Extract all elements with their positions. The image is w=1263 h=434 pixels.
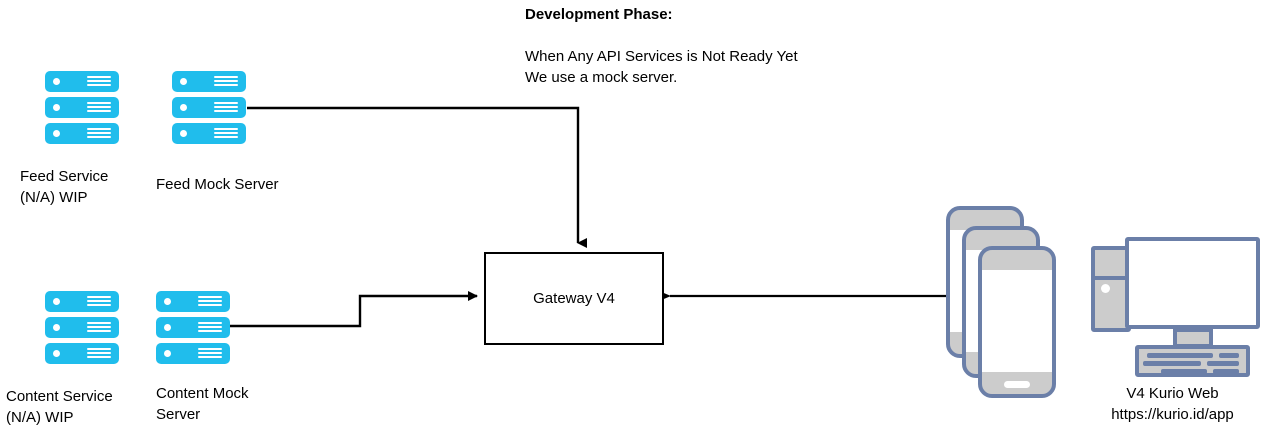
keyboard-key-row [1213, 369, 1239, 374]
server-unit [45, 343, 119, 364]
node-content-service-icon [45, 291, 119, 365]
computer-monitor-icon [1125, 237, 1260, 329]
server-led-icon [164, 298, 171, 305]
server-led-icon [53, 104, 60, 111]
server-led-icon [180, 78, 187, 85]
keyboard-key-row [1207, 361, 1239, 366]
server-unit [172, 123, 246, 144]
keyboard-key-row [1147, 353, 1213, 358]
server-led-icon [164, 324, 171, 331]
development-phase-description: When Any API Services is Not Ready Yet W… [525, 48, 798, 86]
server-unit [45, 317, 119, 338]
server-led-icon [53, 298, 60, 305]
gateway-v4-label: Gateway V4 [533, 290, 615, 307]
server-unit [172, 71, 246, 92]
server-led-icon [53, 78, 60, 85]
gateway-v4-box[interactable]: Gateway V4 [484, 252, 664, 345]
development-phase-heading: Development Phase: [525, 6, 673, 23]
server-led-icon [180, 130, 187, 137]
node-feed-service-label: Feed Service (N/A) WIP [20, 168, 109, 206]
connector-content-mock-to-gateway [228, 291, 478, 328]
server-unit [156, 343, 230, 364]
power-led-icon [1101, 284, 1110, 293]
server-vents-icon [87, 76, 111, 87]
node-feed-mock-server-label: Feed Mock Server [156, 176, 279, 193]
server-vents-icon [87, 322, 111, 333]
node-kurio-web-label: V4 Kurio Web https://kurio.id/app [1111, 385, 1234, 423]
node-feed-service-icon [45, 71, 119, 145]
server-unit [45, 123, 119, 144]
server-vents-icon [214, 102, 238, 113]
computer-keyboard-icon [1135, 345, 1250, 377]
node-content-service-label: Content Service (N/A) WIP [6, 388, 113, 426]
server-vents-icon [87, 128, 111, 139]
server-vents-icon [198, 322, 222, 333]
node-content-mock-server-icon [156, 291, 230, 365]
server-vents-icon [198, 296, 222, 307]
node-kurio-web-icon [1085, 237, 1260, 380]
server-vents-icon [214, 76, 238, 87]
keyboard-key-row [1143, 361, 1201, 366]
server-vents-icon [87, 348, 111, 359]
keyboard-key-row [1219, 353, 1239, 358]
server-unit [45, 71, 119, 92]
server-led-icon [180, 104, 187, 111]
phone-screen [982, 270, 1052, 372]
node-mobile-apps-icon [940, 200, 1060, 398]
phone-icon-front [978, 246, 1056, 398]
server-vents-icon [87, 296, 111, 307]
connector-feed-mock-to-gateway [247, 106, 587, 248]
server-unit [45, 291, 119, 312]
node-feed-mock-server-icon [172, 71, 246, 145]
server-unit [156, 317, 230, 338]
server-unit [45, 97, 119, 118]
server-vents-icon [198, 348, 222, 359]
server-led-icon [53, 130, 60, 137]
server-vents-icon [87, 102, 111, 113]
node-content-mock-server-label: Content Mock Server [156, 385, 249, 423]
server-vents-icon [214, 128, 238, 139]
tower-divider [1095, 276, 1127, 280]
server-unit [156, 291, 230, 312]
server-led-icon [53, 324, 60, 331]
phone-home-button-icon [1004, 381, 1030, 388]
server-led-icon [53, 350, 60, 357]
server-unit [172, 97, 246, 118]
server-led-icon [164, 350, 171, 357]
keyboard-key-row [1161, 369, 1207, 374]
